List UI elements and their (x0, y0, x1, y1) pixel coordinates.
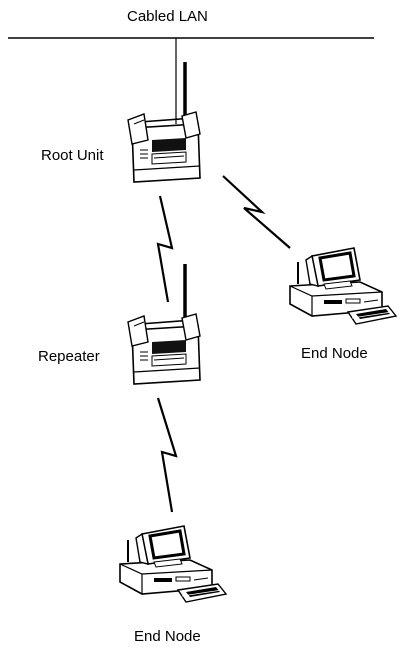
root-unit-label: Root Unit (41, 147, 104, 164)
access-point-icon (126, 60, 202, 184)
wireless-link-repeater-to-end-node-icon (156, 397, 178, 513)
end-node-1-computer (288, 246, 398, 326)
end-node-2-label: End Node (134, 628, 201, 645)
end-node-1-label: End Node (301, 345, 368, 362)
desktop-computer-icon (118, 524, 228, 604)
wireless-link-root-to-end-node-icon (222, 175, 291, 249)
repeater-label: Repeater (38, 348, 100, 365)
root-unit-device (126, 60, 202, 184)
wireless-link-root-to-repeater-icon (156, 195, 174, 303)
desktop-computer-icon (288, 246, 398, 326)
cabled-lan-label: Cabled LAN (127, 8, 208, 25)
end-node-2-computer (118, 524, 228, 604)
